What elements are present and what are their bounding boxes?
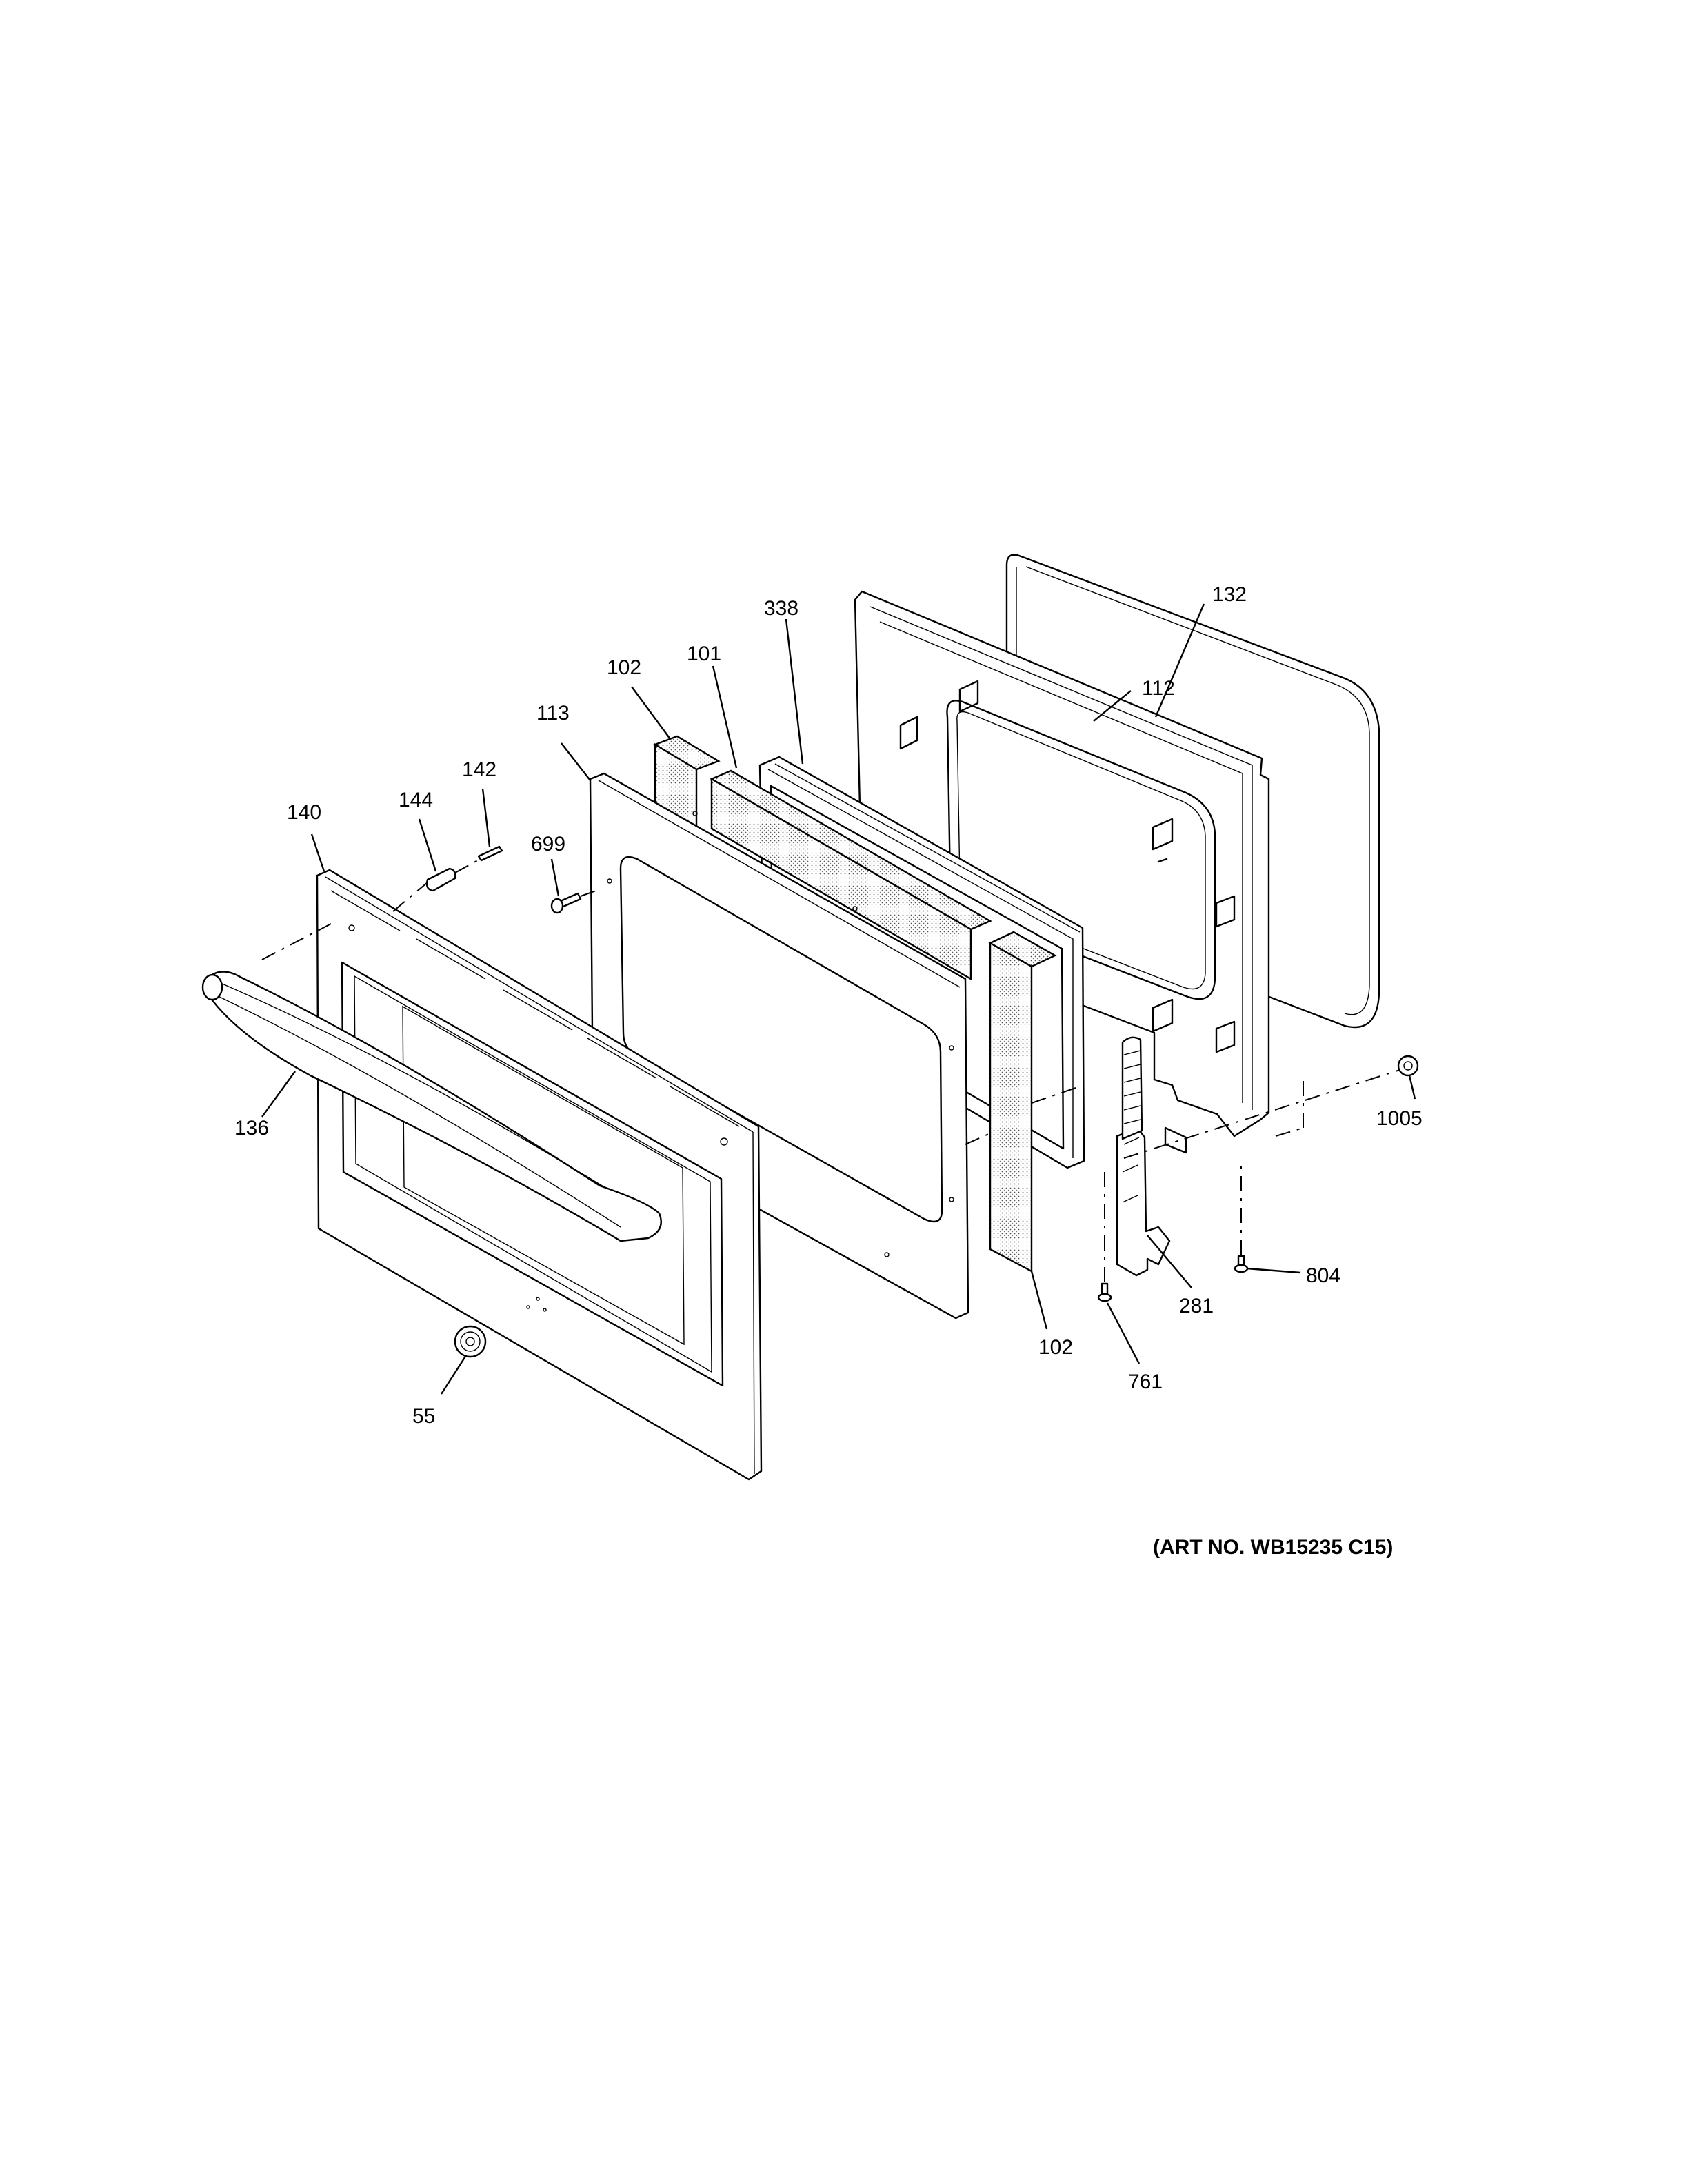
gasket-clip-1005: [1397, 1055, 1419, 1077]
callout-699: 699: [531, 833, 565, 856]
handle-standoff-144: [425, 867, 456, 892]
callout-113: 113: [536, 702, 570, 725]
screw-804: [1234, 1255, 1249, 1273]
assembly-lines: [261, 857, 1400, 1282]
badge-55: [454, 1325, 487, 1358]
callout-55: 55: [412, 1405, 435, 1428]
callout-761: 761: [1128, 1371, 1163, 1393]
screw-699: [550, 892, 582, 914]
callout-804: 804: [1306, 1264, 1340, 1287]
callout-142: 142: [462, 758, 496, 781]
callout-281: 281: [1179, 1295, 1214, 1317]
door-hinge-281: [1116, 1036, 1171, 1277]
insulation-strip-102-bottom: [988, 931, 1057, 1273]
callout-140: 140: [287, 801, 321, 824]
callout-101: 101: [687, 643, 721, 665]
screw-761: [1097, 1282, 1112, 1302]
callout-labels: 132 112 338 101 102 113 142 144 140 699 …: [234, 583, 1423, 1428]
callout-102-top: 102: [607, 656, 641, 679]
callout-338: 338: [764, 597, 798, 620]
art-number: (ART NO. WB15235 C15): [1153, 1536, 1393, 1559]
callout-112: 112: [1142, 677, 1175, 700]
callout-136: 136: [234, 1117, 269, 1140]
insulation-101: [710, 769, 992, 981]
handle-pin-142: [477, 845, 503, 862]
callout-144: 144: [399, 789, 433, 811]
leader-lines: [261, 603, 1416, 1395]
callout-102-bottom: 102: [1038, 1336, 1073, 1359]
door-handle-136: [201, 971, 662, 1242]
callout-1005: 1005: [1376, 1107, 1423, 1130]
inner-door-frame-112: [854, 590, 1270, 1154]
callout-132: 132: [1212, 583, 1247, 606]
